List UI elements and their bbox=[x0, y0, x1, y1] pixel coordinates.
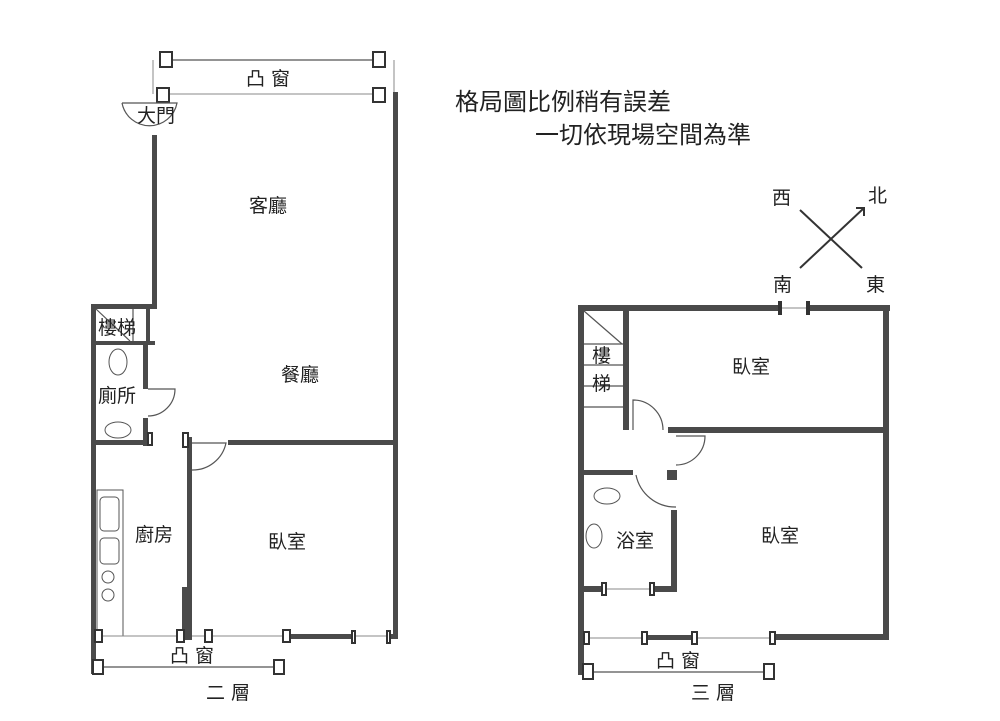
label-bathroom: 浴室 bbox=[616, 530, 654, 552]
compass-east: 東 bbox=[866, 274, 885, 296]
floor-3-title: 三 層 bbox=[691, 682, 735, 704]
toilet-icon bbox=[108, 348, 128, 376]
label-living-room: 客廳 bbox=[249, 195, 287, 217]
floor-2-plan bbox=[91, 51, 398, 675]
note-line-2: 一切依現場空間為準 bbox=[535, 121, 751, 149]
sink-icon bbox=[104, 421, 132, 439]
toilet-icon bbox=[593, 487, 621, 505]
label-bay-window: 凸 窗 bbox=[656, 650, 700, 672]
label-bay-window-top: 凸 窗 bbox=[246, 68, 290, 90]
compass-north: 北 bbox=[868, 185, 887, 207]
label-bay-window-bottom: 凸 窗 bbox=[170, 645, 214, 667]
label-kitchen: 廚房 bbox=[135, 523, 173, 546]
label-bedroom: 臥室 bbox=[268, 531, 306, 553]
label-toilet: 廁所 bbox=[98, 384, 136, 407]
stove-burner-icon bbox=[101, 570, 115, 584]
stove-burner-icon bbox=[101, 588, 115, 602]
label-stairs-1: 樓 bbox=[592, 345, 611, 367]
compass-south: 南 bbox=[773, 274, 792, 296]
note-line-1: 格局圖比例稍有誤差 bbox=[455, 88, 671, 116]
label-stairs: 樓梯 bbox=[98, 317, 136, 339]
label-bedroom-2: 臥室 bbox=[761, 525, 799, 547]
floor-3-plan bbox=[578, 301, 890, 680]
label-dining-room: 餐廳 bbox=[281, 364, 319, 386]
label-stairs-2: 梯 bbox=[592, 373, 611, 395]
label-main-door: 大門 bbox=[137, 105, 175, 127]
compass-west: 西 bbox=[772, 187, 791, 209]
compass-icon bbox=[799, 207, 865, 269]
floor-2-title: 二 層 bbox=[206, 682, 250, 704]
sink-icon bbox=[585, 523, 603, 549]
label-bedroom-1: 臥室 bbox=[732, 356, 770, 378]
